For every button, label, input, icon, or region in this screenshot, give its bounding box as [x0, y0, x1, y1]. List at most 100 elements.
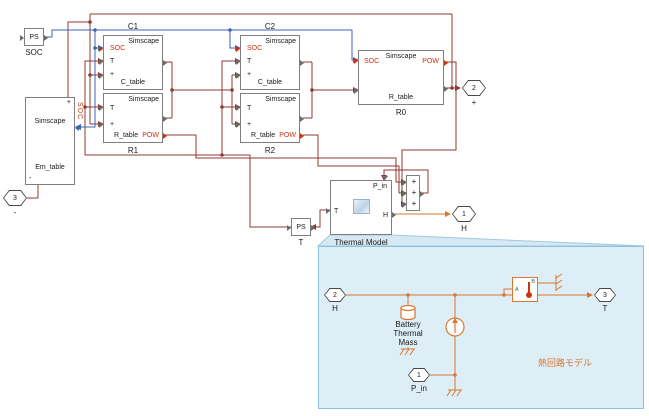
c2-t: T	[247, 58, 252, 65]
output-port-icon	[163, 116, 167, 122]
panel-port-p-in[interactable]: 1	[408, 368, 430, 382]
thermal-h: H	[382, 212, 388, 219]
r1-pow: POW	[142, 132, 159, 139]
panel-port-t-label: T	[602, 304, 608, 313]
r1-table: R_table	[114, 132, 139, 139]
electrical-wires[interactable]	[27, 13, 461, 230]
t-port-icon	[326, 208, 330, 214]
battery-thermal-mass-icon[interactable]	[400, 304, 416, 321]
signal-wires[interactable]	[44, 29, 359, 130]
outport-2-number: 2	[463, 81, 485, 95]
block-sum[interactable]: + + +	[402, 175, 424, 211]
outport-2-label: +	[471, 98, 477, 107]
soc-port-icon	[354, 58, 358, 64]
output-port-icon	[44, 35, 48, 41]
c2-simscape: Simscape	[265, 38, 296, 45]
thermal-t: T	[334, 208, 339, 215]
plus-port-icon	[99, 73, 103, 79]
block-thermal-model[interactable]: P_in T H	[326, 176, 396, 235]
panel-port-h-label: H	[332, 304, 338, 313]
sum-plus-2: +	[411, 188, 417, 197]
block-r2-title: R2	[264, 146, 276, 155]
ps-text: PS	[29, 34, 39, 41]
em-soc-rotated-label: SOC	[76, 102, 83, 121]
output-port-icon	[163, 60, 167, 66]
panel-port-t-number: 3	[595, 289, 615, 301]
r2-simscape: Simscape	[265, 96, 296, 103]
block-thermal-model-title: Thermal Model	[334, 238, 388, 247]
output-port-icon	[311, 225, 315, 231]
sum-plus-3: +	[411, 199, 417, 208]
block-c1[interactable]: SOC Simscape T + C_table	[99, 35, 167, 90]
t-port-icon	[99, 59, 103, 65]
ps-converter-soc[interactable]: PS	[20, 28, 48, 46]
block-c2[interactable]: SOC Simscape T + C_table	[236, 35, 304, 90]
r0-table: R_table	[388, 94, 414, 101]
thermometer-icon	[528, 282, 530, 294]
r1-plus: +	[110, 121, 115, 128]
plus-port-icon	[236, 73, 240, 79]
block-em-table[interactable]: + - Simscape Em_table	[25, 97, 79, 185]
mass-label-line1: Battery	[395, 320, 421, 329]
block-r1[interactable]: Simscape T + R_table POW	[99, 93, 167, 143]
soc-port-icon	[99, 46, 103, 52]
p-in-port-icon	[382, 176, 388, 180]
panel-port-p-in-label: P_in	[410, 384, 427, 393]
panel-port-h[interactable]: 2	[324, 288, 346, 302]
port-3-number: 3	[4, 191, 26, 205]
mass-label-line2: Thermal	[393, 329, 423, 338]
outport-1-label: H	[461, 224, 467, 233]
pow-port-icon	[300, 133, 304, 139]
electrical-junction-dots	[83, 20, 454, 157]
block-r0-title: R0	[395, 108, 407, 117]
block-r2[interactable]: Simscape T + R_table POW	[236, 93, 304, 143]
sensor-a-label: A	[515, 287, 519, 293]
thermal-wires[interactable]	[346, 211, 593, 390]
block-c1-title: C1	[127, 22, 139, 31]
c2-soc: SOC	[247, 45, 263, 52]
c1-t: T	[110, 58, 115, 65]
sensor-b-label: B	[531, 279, 535, 285]
thermal-model-icon	[353, 199, 370, 214]
h-port-icon	[392, 212, 396, 218]
plus-port-icon	[99, 122, 103, 128]
zoom-projection	[316, 234, 645, 247]
em-table: Em_table	[35, 164, 65, 171]
panel-port-t[interactable]: 3	[594, 288, 616, 302]
outport-1[interactable]: 1	[452, 206, 476, 222]
pow-port-icon	[163, 133, 167, 139]
block-r0[interactable]: SOC Simscape POW R_table	[354, 50, 448, 105]
ps-converter-t[interactable]: PS	[287, 218, 315, 236]
port-3[interactable]: 3	[3, 190, 27, 206]
thermal-detail-panel	[318, 246, 644, 409]
r2-t: T	[247, 105, 252, 112]
sum-plus-1: +	[411, 177, 417, 186]
heat-flow-source-icon[interactable]	[445, 317, 465, 337]
outport-1-number: 1	[453, 207, 475, 221]
temperature-sensor-block[interactable]: A B	[512, 277, 538, 302]
output-port-icon	[444, 86, 448, 92]
t-port-icon	[236, 59, 240, 65]
thermal-reference-icons[interactable]	[399, 273, 563, 397]
ps-soc-label: SOC	[25, 48, 43, 57]
panel-port-p-in-number: 1	[409, 369, 429, 381]
input-port-icon	[287, 225, 291, 231]
r1-t: T	[110, 105, 115, 112]
port-3-label: -	[13, 208, 17, 217]
t-port-icon	[99, 105, 103, 111]
signal-junction-dots	[93, 28, 232, 50]
thermal-circuit-caption: 熱回路モデル	[538, 358, 593, 368]
outport-2[interactable]: 2	[462, 80, 486, 96]
c1-plus: +	[110, 71, 115, 78]
c1-table: C_table	[120, 79, 146, 86]
plus-port-icon	[354, 88, 358, 94]
soc-port-icon	[75, 125, 79, 131]
thermometer-bulb-icon	[526, 292, 532, 298]
output-port-icon	[420, 191, 424, 197]
ps-t-label: T	[298, 238, 304, 247]
thermal-junction-dots	[406, 293, 506, 377]
r1-simscape: Simscape	[128, 96, 159, 103]
battery-thermal-mass-label: Battery Thermal Mass	[376, 320, 440, 347]
